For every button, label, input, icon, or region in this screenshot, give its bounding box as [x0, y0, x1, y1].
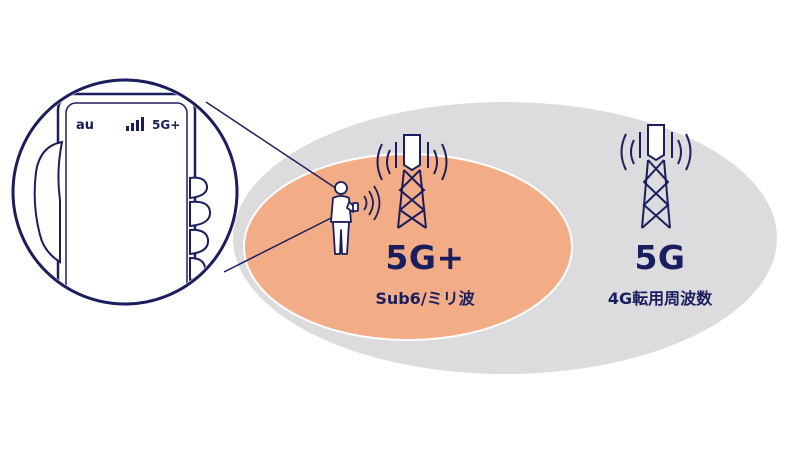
cell-tower-icon — [620, 124, 692, 229]
fiveg-plus-subtitle: Sub6/ミリ波 — [375, 289, 475, 308]
phone-zoom-circle — [11, 78, 239, 306]
zoom-line-top — [205, 101, 344, 194]
fiveg-title: 5G — [634, 238, 686, 277]
phone-screen — [65, 102, 188, 302]
person-with-phone-icon — [330, 181, 381, 255]
phone-network-label: 5G+ — [152, 118, 181, 132]
zoom-line-bottom — [223, 211, 344, 273]
phone-carrier-label: au — [76, 118, 95, 133]
signal-bars-icon — [126, 117, 144, 131]
fiveg-plus-title: 5G+ — [385, 238, 465, 277]
fiveg-subtitle: 4G転用周波数 — [607, 289, 713, 308]
cell-tower-icon — [376, 134, 448, 229]
